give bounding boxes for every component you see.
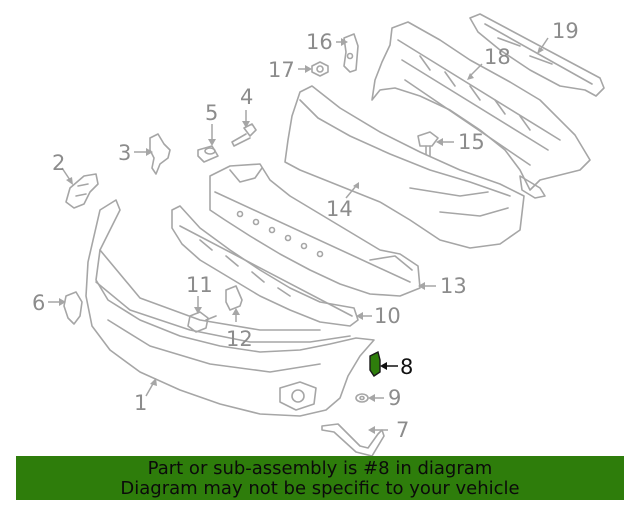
svg-text:17: 17 — [268, 58, 295, 82]
parts-diagram: 1 2 3 4 5 6 7 8 9 10 — [32, 13, 605, 456]
svg-text:13: 13 — [440, 274, 467, 298]
callout-19: 19 — [537, 19, 579, 54]
callout-12: 12 — [226, 308, 253, 351]
part-5-spacer — [197, 145, 219, 163]
part-12-clip — [225, 285, 243, 311]
callout-9: 9 — [368, 386, 401, 410]
part-13-absorber — [209, 163, 421, 297]
part-14-panel — [284, 85, 525, 249]
callout-18: 18 — [467, 45, 511, 80]
svg-text:4: 4 — [240, 85, 253, 109]
part-info-banner: Part or sub-assembly is #8 in diagram Di… — [16, 456, 624, 500]
callout-11: 11 — [186, 273, 213, 314]
callout-1: 1 — [134, 378, 157, 415]
banner-line-part: Part or sub-assembly is #8 in diagram — [147, 458, 493, 479]
callout-7: 7 — [368, 418, 409, 442]
callout-15: 15 — [436, 130, 485, 154]
callout-14: 14 — [326, 182, 359, 221]
part-9-grommet — [355, 393, 369, 403]
callout-5: 5 — [205, 101, 218, 146]
svg-text:8: 8 — [400, 355, 413, 379]
svg-text:14: 14 — [326, 197, 353, 221]
svg-text:7: 7 — [396, 418, 409, 442]
svg-text:15: 15 — [458, 130, 485, 154]
callout-4: 4 — [240, 85, 253, 128]
part-3-bracket — [149, 133, 171, 175]
part-1-bumper-cover — [85, 199, 375, 417]
callout-3: 3 — [118, 141, 153, 165]
callout-17: 17 — [268, 58, 312, 82]
svg-text:5: 5 — [205, 101, 218, 125]
svg-text:19: 19 — [552, 19, 579, 43]
part-10-absorber — [171, 205, 359, 327]
svg-text:10: 10 — [374, 304, 401, 328]
part-11-bolt — [187, 311, 217, 333]
part-7-molding — [321, 423, 385, 456]
part-18-upper-bracket — [371, 21, 591, 199]
callout-16: 16 — [306, 30, 348, 54]
svg-text:6: 6 — [32, 291, 45, 315]
svg-text:3: 3 — [118, 141, 131, 165]
callout-10: 10 — [356, 304, 401, 328]
part-16-bracket — [343, 33, 359, 73]
svg-text:18: 18 — [484, 45, 511, 69]
part-6-bracket — [63, 291, 83, 325]
callout-8: 8 — [380, 355, 413, 379]
callout-6: 6 — [32, 291, 66, 315]
svg-text:9: 9 — [388, 386, 401, 410]
banner-line-disclaimer: Diagram may not be specific to your vehi… — [120, 478, 520, 499]
part-17-bolt — [311, 61, 329, 77]
callout-2: 2 — [52, 151, 73, 185]
svg-text:11: 11 — [186, 273, 213, 297]
part-4-bolt — [231, 123, 257, 147]
svg-text:12: 12 — [226, 327, 253, 351]
svg-text:2: 2 — [52, 151, 65, 175]
part-19-strip — [469, 13, 605, 97]
part-2-bracket — [65, 173, 99, 209]
callout-13: 13 — [418, 274, 467, 298]
part-8-clip — [369, 350, 381, 377]
svg-text:1: 1 — [134, 391, 147, 415]
svg-text:16: 16 — [306, 30, 333, 54]
